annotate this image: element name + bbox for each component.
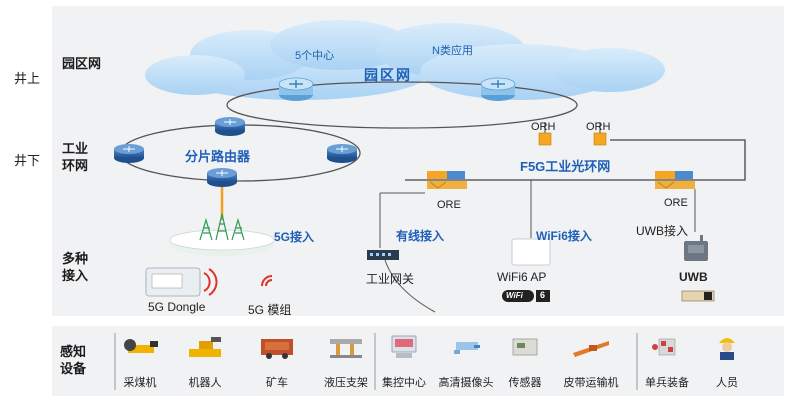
cloud-centers-label: 5个中心 bbox=[295, 50, 335, 62]
access-row-label-line2: 接入 bbox=[62, 268, 89, 283]
ring-router-left bbox=[114, 144, 144, 163]
sense-label-robot: 机器人 bbox=[188, 377, 222, 389]
f5g-ring-label: F5G工业光环网 bbox=[520, 159, 611, 174]
orh-device-1 bbox=[538, 132, 552, 146]
sense-item-robot: 机器人 bbox=[175, 333, 235, 390]
camera-icon bbox=[454, 342, 480, 354]
sense-label-personnel: 人员 bbox=[716, 377, 738, 389]
belt-conveyor-icon bbox=[573, 341, 609, 357]
uwb-anchor-icon bbox=[684, 235, 708, 261]
5g-module-label: 5G 模组 bbox=[248, 303, 292, 317]
sense-item-mine-car: 矿车 bbox=[247, 333, 307, 390]
5g-access-label: 5G接入 bbox=[274, 230, 315, 244]
uwb-label: UWB bbox=[679, 270, 708, 284]
5g-dongle-icon bbox=[145, 267, 218, 297]
sense-item-shearer: 采煤机 bbox=[110, 333, 170, 390]
5g-module-icon bbox=[261, 275, 273, 287]
cloud-title: 园区网 bbox=[364, 67, 412, 83]
wired-access-label: 有线接入 bbox=[396, 229, 445, 243]
hydraulic-support-icon bbox=[330, 339, 362, 358]
wifi6-logo-icon bbox=[502, 290, 550, 302]
sense-label-belt-conveyor: 皮带运输机 bbox=[563, 377, 619, 389]
sense-label-control-center: 集控中心 bbox=[382, 377, 426, 389]
robot-icon bbox=[189, 337, 221, 357]
sense-row-label: 感知 设备 bbox=[60, 343, 86, 377]
orh-label-1: ORH bbox=[531, 121, 556, 133]
ore-label-1: ORE bbox=[437, 199, 461, 211]
ring-row-label-line2: 环网 bbox=[62, 158, 89, 173]
sense-item-camera: 高清摄像头 bbox=[436, 333, 496, 390]
access-row-label: 多种 接入 bbox=[62, 250, 88, 284]
uwb-tag-icon bbox=[681, 290, 715, 302]
sensor-icon bbox=[512, 338, 538, 356]
cloud-apps-label: N类应用 bbox=[432, 45, 473, 57]
f5g-ring bbox=[405, 139, 746, 181]
campus-router-left bbox=[278, 77, 314, 101]
soldier-equipment-icon bbox=[652, 338, 676, 356]
wifi-logo-badge: 6 bbox=[540, 290, 546, 300]
control-center-icon bbox=[391, 335, 417, 358]
sense-label-hydraulic-support: 液压支架 bbox=[324, 377, 368, 389]
worker-icon bbox=[719, 338, 735, 360]
wifi6-ap-icon bbox=[511, 238, 551, 266]
campus-ring bbox=[226, 81, 578, 129]
sense-row-label-line1: 感知 bbox=[60, 344, 87, 359]
ore-device-1 bbox=[427, 171, 467, 189]
wifi6-access-label: WiFi6接入 bbox=[536, 229, 592, 243]
sense-item-soldier-equipment: 单兵装备 bbox=[637, 333, 697, 390]
campus-router-right bbox=[480, 77, 516, 101]
sense-label-mine-car: 矿车 bbox=[266, 377, 288, 389]
campus-row-label: 园区网 bbox=[62, 56, 102, 71]
5g-base-station-icon bbox=[169, 213, 275, 256]
sense-item-hydraulic-support: 液压支架 bbox=[316, 333, 376, 390]
shearer-icon bbox=[124, 339, 158, 353]
sense-row-label-line2: 设备 bbox=[60, 361, 87, 376]
gateway-icon bbox=[367, 250, 436, 313]
sense-label-soldier-equipment: 单兵装备 bbox=[645, 377, 689, 389]
sense-item-sensor: 传感器 bbox=[495, 333, 555, 390]
sense-label-sensor: 传感器 bbox=[508, 377, 542, 389]
mine-car-icon bbox=[261, 339, 293, 359]
wifi6-ap-label: WiFi6 AP bbox=[497, 270, 547, 284]
5g-dongle-label: 5G Dongle bbox=[148, 300, 206, 314]
sense-item-control-center: 集控中心 bbox=[374, 333, 434, 390]
ring-router-bottom bbox=[207, 168, 237, 187]
orh-label-2: ORH bbox=[586, 121, 611, 133]
ore-device-2 bbox=[655, 171, 695, 189]
sense-item-personnel: 人员 bbox=[697, 333, 757, 390]
above-ground-label: 井上 bbox=[14, 71, 41, 86]
gateway-label: 工业网关 bbox=[366, 272, 415, 286]
sensing-panel bbox=[52, 326, 784, 396]
underground-label: 井下 bbox=[14, 153, 41, 168]
ring-row-label-line1: 工业 bbox=[62, 141, 89, 156]
ring-router-right bbox=[327, 144, 357, 163]
ring-router-top bbox=[215, 117, 245, 136]
wifi-logo-text: WiFi bbox=[506, 291, 523, 300]
sense-label-camera: 高清摄像头 bbox=[438, 377, 494, 389]
orh-device-2 bbox=[593, 132, 607, 146]
ore-label-2: ORE bbox=[664, 197, 688, 209]
uwb-access-label: UWB接入 bbox=[636, 224, 688, 238]
access-row-label-line1: 多种 bbox=[62, 251, 89, 266]
sense-item-belt-conveyor: 皮带运输机 bbox=[561, 333, 621, 390]
router-ring-label: 分片路由器 bbox=[185, 149, 251, 164]
campus-cloud bbox=[145, 20, 665, 100]
sense-label-shearer: 采煤机 bbox=[123, 377, 157, 389]
ring-row-label: 工业 环网 bbox=[62, 140, 88, 174]
